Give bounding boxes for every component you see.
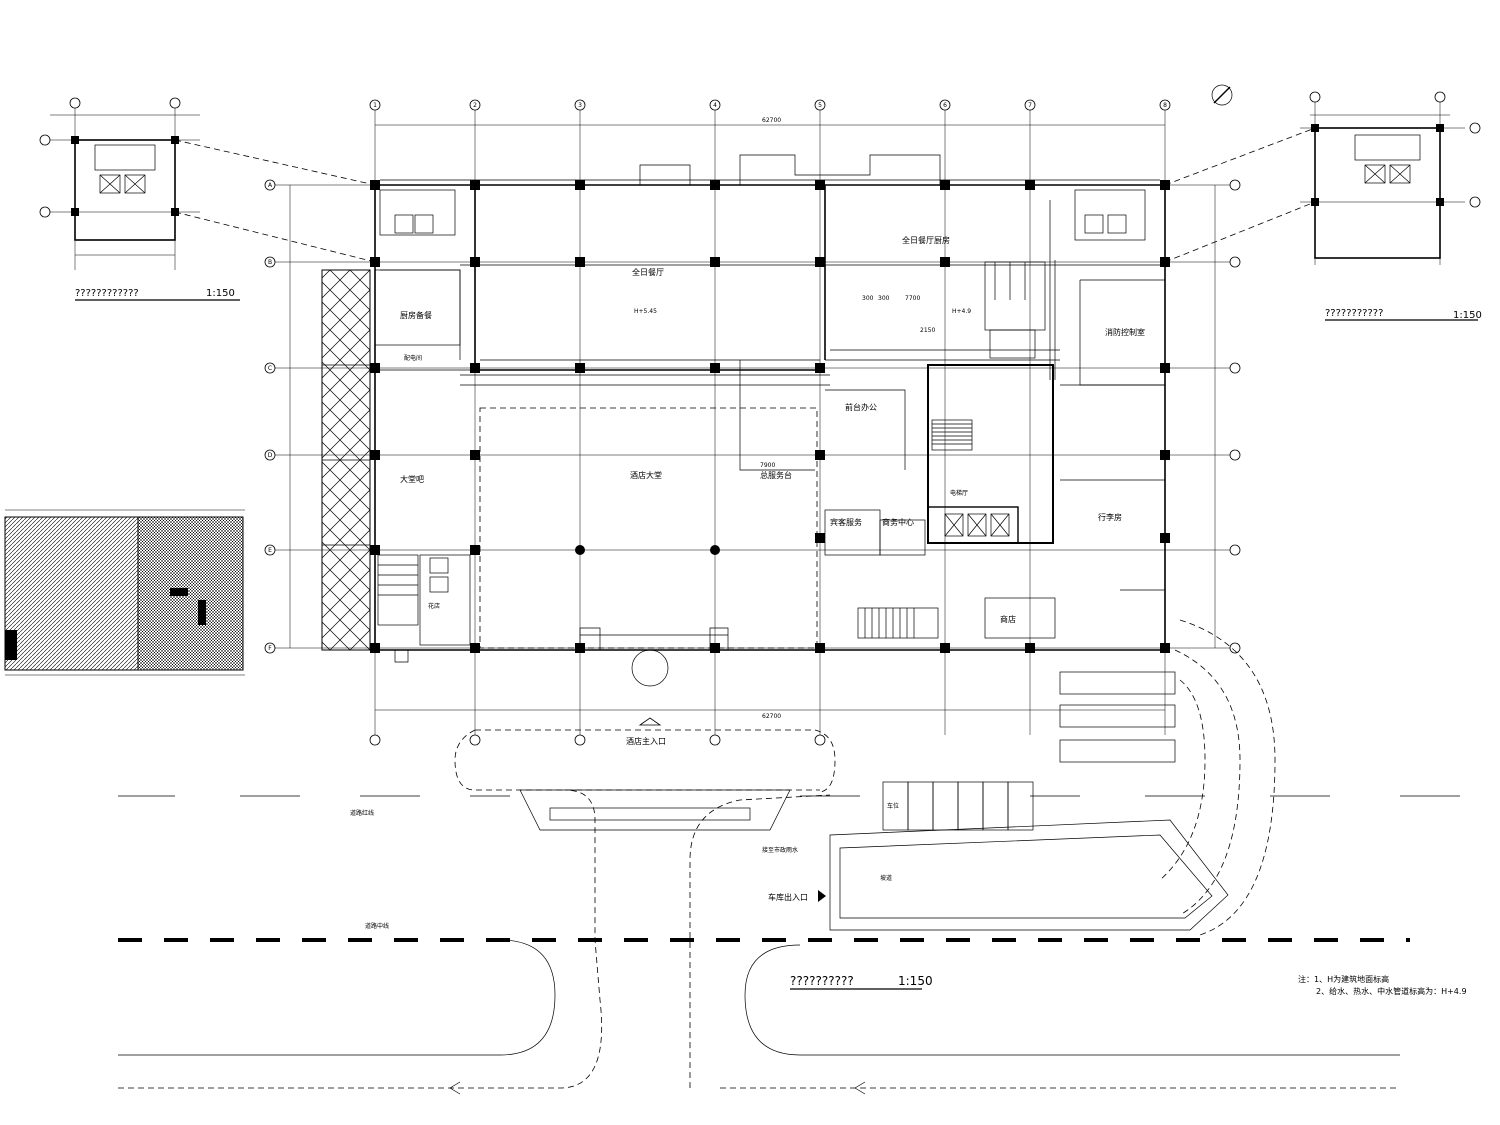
site-roads: 酒店主入口 道路红线 道路中线 车库出入口 坡道 接至市政雨水 车位 [118,619,1460,1095]
dim-total-top: 62700 [762,117,781,124]
road-edge-label: 道路红线 [350,809,374,817]
axis-label-top: 4 [713,102,717,109]
left-detail-plan: ???????????? 1:150 [39,97,240,301]
structural-grid [275,110,1230,735]
note-line-1: 注：1、H为建筑地面标高 [1298,974,1389,984]
dim-a: 7900 [760,462,775,469]
room-elevator-hall: 电梯厅 [950,489,968,497]
plan-title: ?????????? [790,974,854,988]
axis-label-top: 1 [373,102,377,109]
room-business: 商务中心 [882,517,914,527]
drain-label: 接至市政雨水 [762,846,798,854]
building-outline [374,154,1166,687]
right-detail-title: ??????????? [1325,308,1383,319]
annotation-labels: H+5.45 H+4.9 7900 7700 2150 300 300 6270… [634,117,971,720]
left-detail-scale: 1:150 [206,288,235,299]
axis-label-top: 3 [578,102,582,109]
room-all-day-kitchen: 全日餐厅厨房 [902,235,950,245]
right-detail-plan: ??????????? 1:150 [1300,91,1482,321]
dim-d: 300 [862,295,874,302]
right-detail-scale: 1:150 [1453,310,1482,321]
dim-b: 7700 [905,295,920,302]
room-labels: 全日餐厅 全日餐厅厨房 酒店大堂 总服务台 消防控制室 前台办公 宾客服务 商务… [400,235,1145,624]
left-detail-title: ???????????? [75,288,139,299]
room-kitchen-left: 厨房备餐 [400,310,432,320]
room-florist: 花店 [428,602,440,610]
axis-label-left: A [268,182,273,189]
axis-label-top: 2 [473,102,477,109]
parking-entrance-label: 车库出入口 [768,892,808,902]
level-mark: H+5.45 [634,308,657,315]
room-main-hall: 酒店大堂 [630,470,662,480]
leader-lines [174,127,1316,263]
road-center-label: 道路中线 [365,922,389,930]
room-office: 前台办公 [845,402,877,412]
axis-label-top: 6 [943,102,947,109]
dim-c: 2150 [920,327,935,334]
plan-scale: 1:150 [898,974,933,988]
axis-label-top: 7 [1028,102,1032,109]
room-store-left: 配电间 [404,354,422,362]
lattice-facade-strip [321,269,371,651]
parking-spot-label: 车位 [887,802,899,810]
hatched-landscape-block [4,509,245,676]
axis-label-left: B [268,259,272,266]
room-fire-control: 消防控制室 [1105,327,1145,337]
axis-label-left: F [268,645,272,652]
room-guest-service: 宾客服务 [830,517,862,527]
axis-label-top: 8 [1163,102,1167,109]
room-luggage: 行李房 [1098,512,1122,522]
room-all-day-restaurant: 全日餐厅 [632,267,664,277]
north-arrow-icon [1211,84,1233,106]
dim-e: 300 [878,295,890,302]
axis-label-left: C [268,365,272,372]
room-shop: 商店 [1000,614,1016,624]
room-lobby-bar: 总服务台 [760,470,792,480]
title-block: ?????????? 1:150 注：1、H为建筑地面标高 2、给水、热水、中水… [790,974,1467,996]
main-entrance-label: 酒店主入口 [626,736,666,746]
axis-label-left: E [268,547,272,554]
axis-label-top: 5 [818,102,822,109]
dim-total-bottom: 62700 [762,713,781,720]
axis-bubbles-side [264,179,1241,654]
ramp-label: 坡道 [880,874,892,882]
pipe-lines [380,179,1160,471]
note-line-2: 2、给水、热水、中水管道标高为：H+4.9 [1316,986,1467,996]
axis-label-left: D [268,452,273,459]
room-banquet: 大堂吧 [400,474,424,484]
axis-bubbles-top [369,99,1171,746]
level-mark-2: H+4.9 [952,308,971,315]
